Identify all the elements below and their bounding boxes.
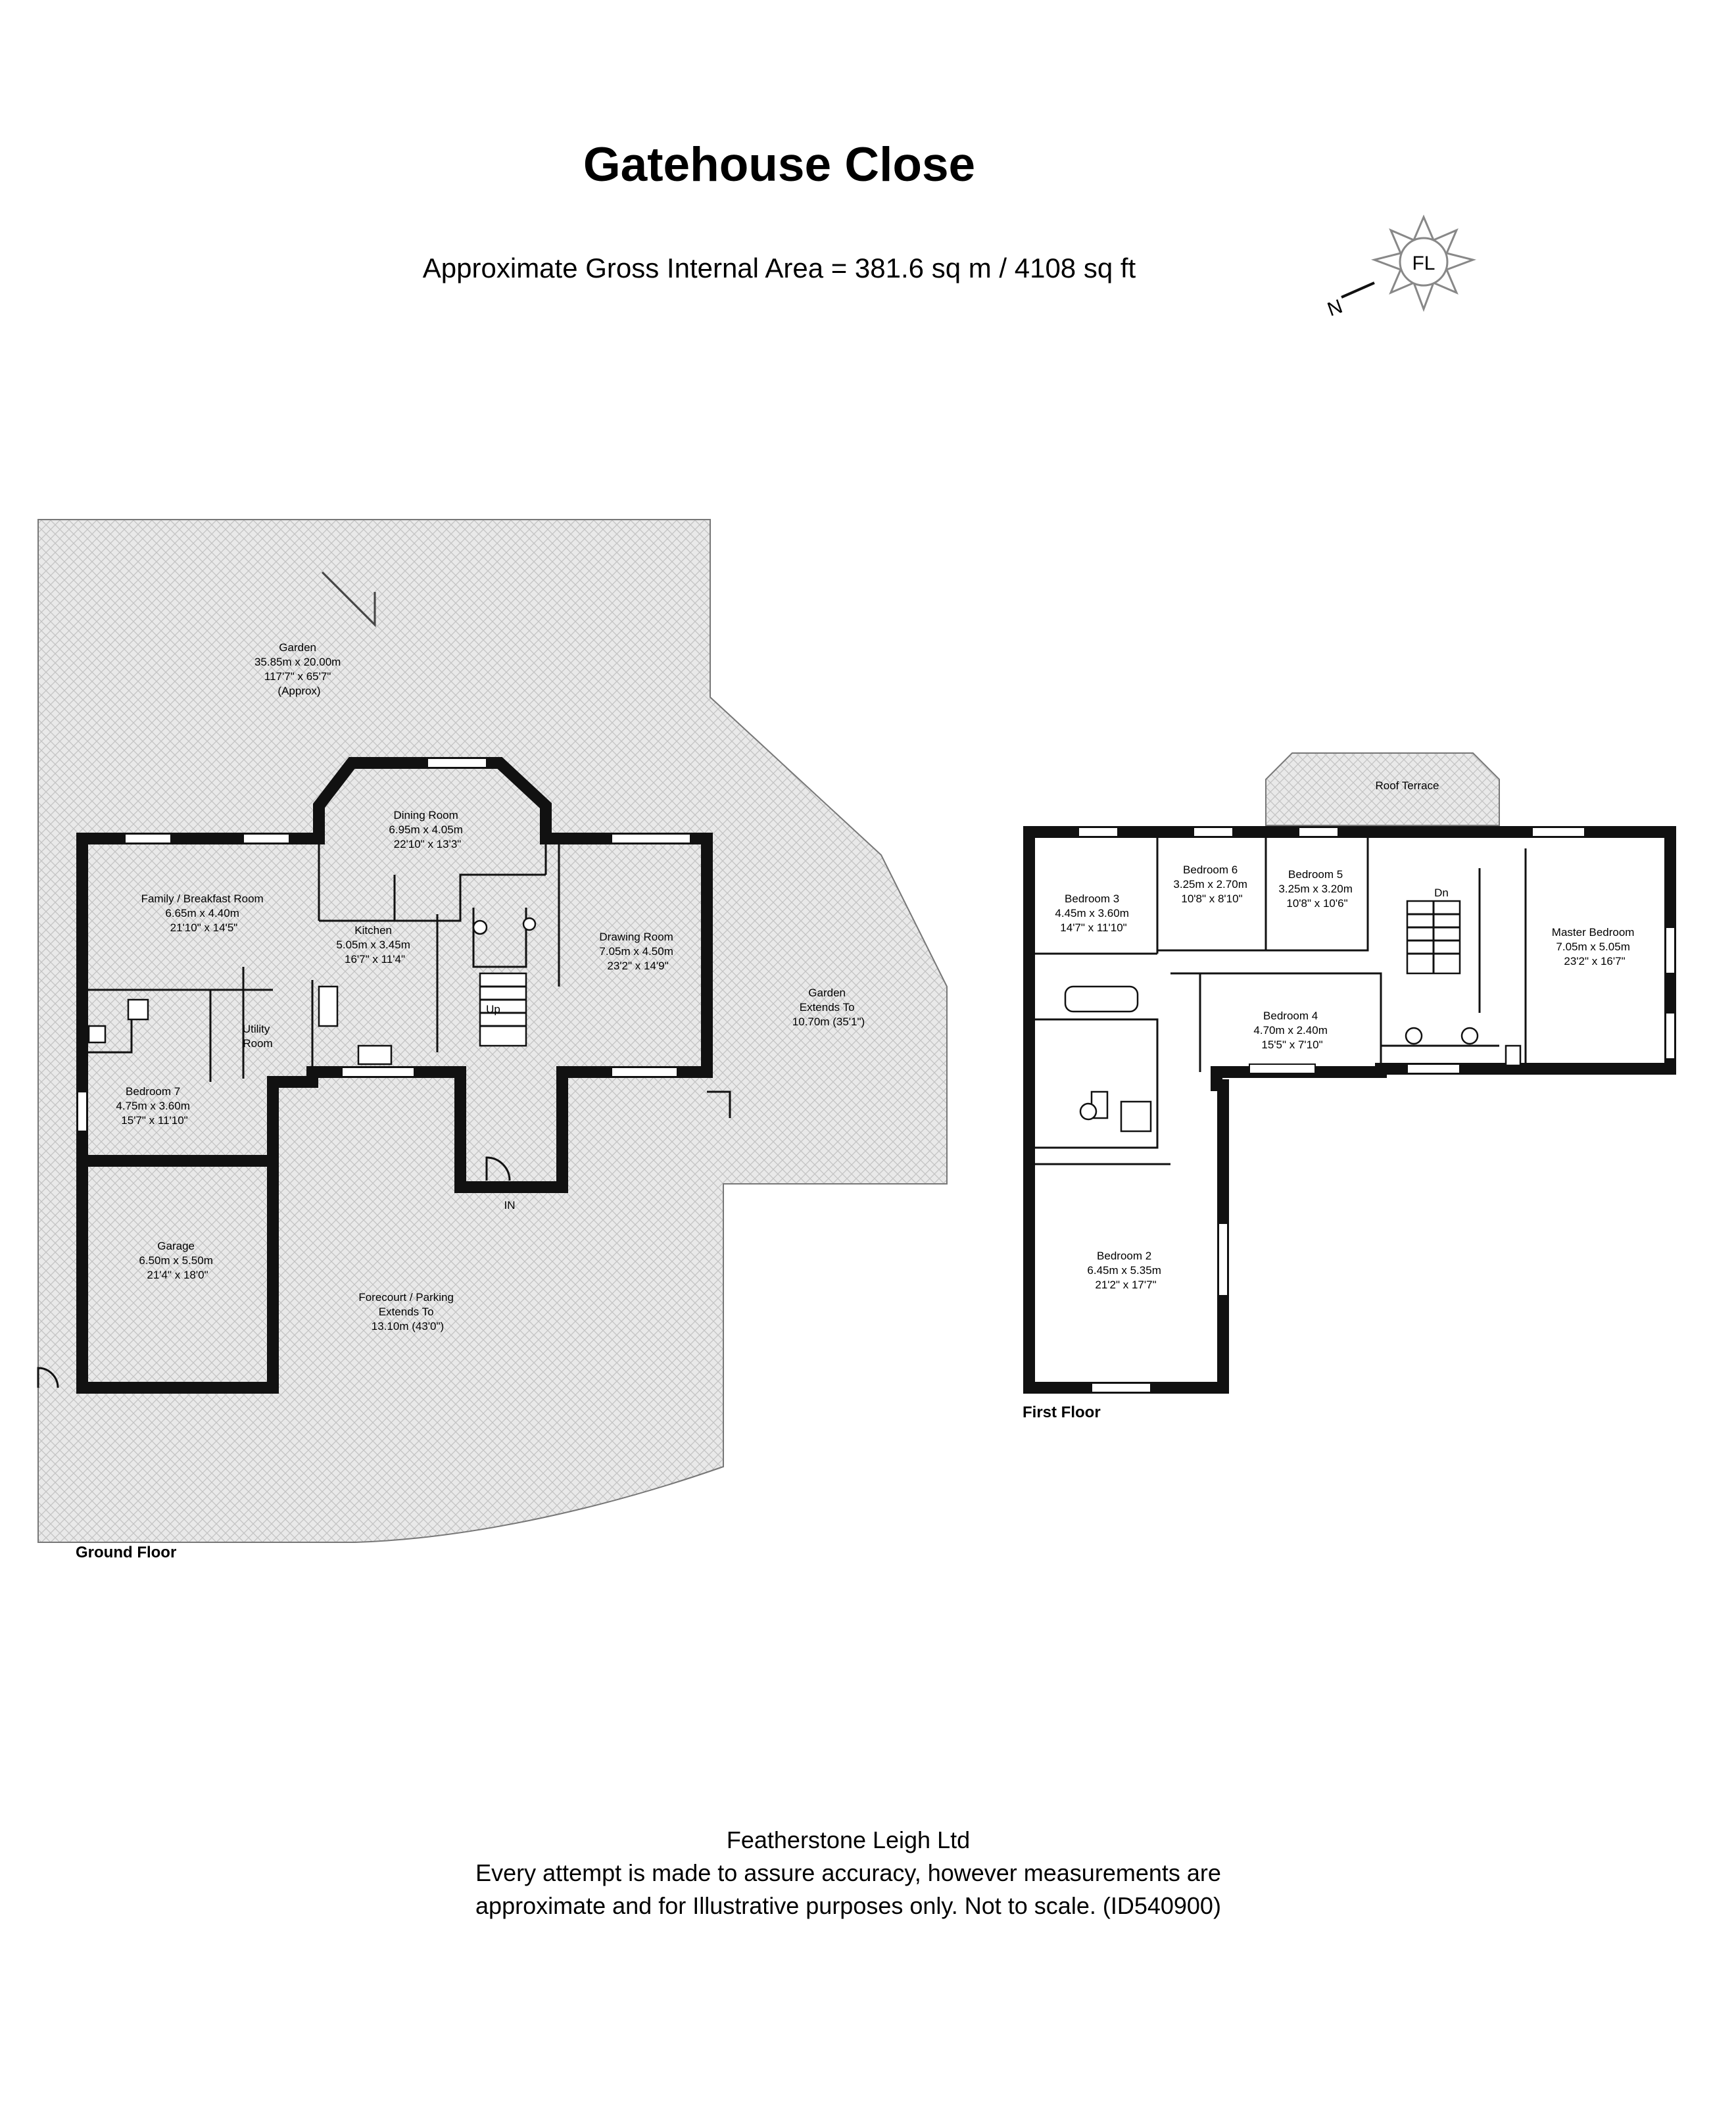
window: [611, 1067, 678, 1077]
room-label-utility-room: Utility Room: [243, 1023, 273, 1050]
toilet-icon: [472, 919, 488, 935]
room-label-garage: Garage 6.50m x 5.50m 21'4" x 18'0": [139, 1240, 216, 1281]
window: [124, 833, 172, 844]
window: [427, 758, 487, 768]
bath-icon: [1064, 985, 1139, 1013]
room-label-bedroom-2: Bedroom 2 6.45m x 5.35m 21'2" x 17'7": [1087, 1250, 1164, 1291]
window: [341, 1067, 415, 1077]
disclaimer-line-2: approximate and for Illustrative purpose…: [475, 1892, 1221, 1919]
stairs-down-label: Dn: [1434, 887, 1449, 899]
room-label-forecourt: Forecourt / Parking Extends To 13.10m (4…: [358, 1291, 456, 1332]
sink-icon: [1460, 1027, 1479, 1045]
sink-icon: [87, 1025, 107, 1044]
sink-icon: [1405, 1027, 1423, 1045]
first-floor-walls: [1023, 826, 1676, 1394]
roof-terrace-area: [1265, 752, 1500, 826]
room-label-master-bedroom: Master Bedroom 7.05m x 5.05m 23'2" x 16'…: [1552, 926, 1637, 967]
entrance-label: IN: [504, 1199, 516, 1211]
window: [1407, 1063, 1460, 1074]
agent-name: Featherstone Leigh Ltd: [727, 1826, 970, 1853]
ground-floor-plan: Garden 35.85m x 20.00m 117'7" x 65'7" (A…: [37, 519, 948, 1561]
window: [1298, 827, 1339, 837]
garage-side-door: [37, 1367, 59, 1388]
ground-floor-walls: [76, 757, 713, 1193]
window: [1249, 1063, 1316, 1074]
sink-icon: [1079, 1102, 1097, 1121]
first-floor-plan: Roof Terrace Bedroom 3 4.45m x 3.60m 14'…: [1023, 752, 1676, 1421]
room-label-bedroom-3: Bedroom 3 4.45m x 3.60m 14'7" x 11'10": [1055, 892, 1132, 934]
room-label-kitchen: Kitchen 5.05m x 3.45m 16'7" x 11'4": [336, 924, 413, 965]
window: [1665, 927, 1676, 974]
window: [243, 833, 290, 844]
room-label-bedroom-4: Bedroom 4 4.70m x 2.40m 15'5" x 7'10": [1253, 1010, 1330, 1051]
room-label-dining-room: Dining Room 6.95m x 4.05m 22'10" x 13'3": [389, 809, 466, 850]
room-label-bedroom-5: Bedroom 5 3.25m x 3.20m 10'8" x 10'6": [1278, 868, 1355, 910]
toilet-icon: [1505, 1044, 1522, 1067]
window: [1091, 1382, 1151, 1393]
disclaimer-line-1: Every attempt is made to assure accuracy…: [475, 1859, 1221, 1886]
north-label: N: [1324, 295, 1345, 320]
sink-icon: [522, 917, 537, 931]
room-label-roof-terrace: Roof Terrace: [1375, 779, 1439, 792]
window: [1218, 1223, 1228, 1296]
north-arrow-icon: [1341, 281, 1375, 299]
front-door: [485, 1156, 511, 1181]
shower-icon: [1120, 1100, 1152, 1133]
first-floor-label: First Floor: [1023, 1404, 1101, 1421]
kitchen-sink-icon: [357, 1044, 393, 1065]
hob-icon: [318, 985, 339, 1027]
shower-icon: [127, 998, 149, 1021]
first-floor-stairs: [1406, 900, 1461, 975]
ground-floor-label: Ground Floor: [76, 1544, 176, 1561]
stairs-up-label: Up: [486, 1003, 500, 1015]
window: [1665, 1012, 1676, 1060]
window: [1193, 827, 1234, 837]
room-label-family-breakfast-room: Family / Breakfast Room 6.65m x 4.40m 21…: [141, 892, 267, 934]
room-label-bedroom-7: Bedroom 7 4.75m x 3.60m 15'7" x 11'10": [116, 1085, 193, 1127]
room-label-bedroom-6: Bedroom 6 3.25m x 2.70m 10'8" x 8'10": [1173, 864, 1250, 905]
gross-internal-area: Approximate Gross Internal Area = 381.6 …: [423, 253, 1136, 283]
compass-rose-icon: FL N: [1324, 214, 1477, 321]
window: [77, 1091, 87, 1132]
compass-logo: FL: [1412, 253, 1435, 274]
room-label-garden: Garden 35.85m x 20.00m 117'7" x 65'7" (A…: [254, 641, 344, 697]
side-door: [707, 1090, 731, 1118]
window: [1078, 827, 1119, 837]
page-title: Gatehouse Close: [583, 138, 975, 191]
window: [611, 833, 691, 844]
room-label-drawing-room: Drawing Room 7.05m x 4.50m 23'2" x 14'9": [599, 931, 676, 972]
room-label-garden-side: Garden Extends To 10.70m (35'1"): [792, 987, 865, 1028]
ground-floor-stairs: [479, 972, 527, 1047]
window: [1531, 827, 1585, 837]
garage-walls: [76, 1155, 279, 1394]
